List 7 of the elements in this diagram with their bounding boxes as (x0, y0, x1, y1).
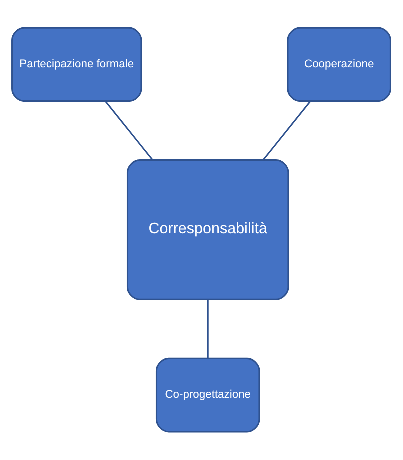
connector (105, 101, 154, 160)
node-box: Corresponsabilità (126, 160, 290, 300)
connector (207, 300, 209, 359)
connector (262, 101, 312, 160)
node-box: Cooperazione (287, 27, 392, 102)
node-box: Co-progettazione (156, 358, 260, 433)
node-box: Partecipazione formale (12, 27, 142, 102)
